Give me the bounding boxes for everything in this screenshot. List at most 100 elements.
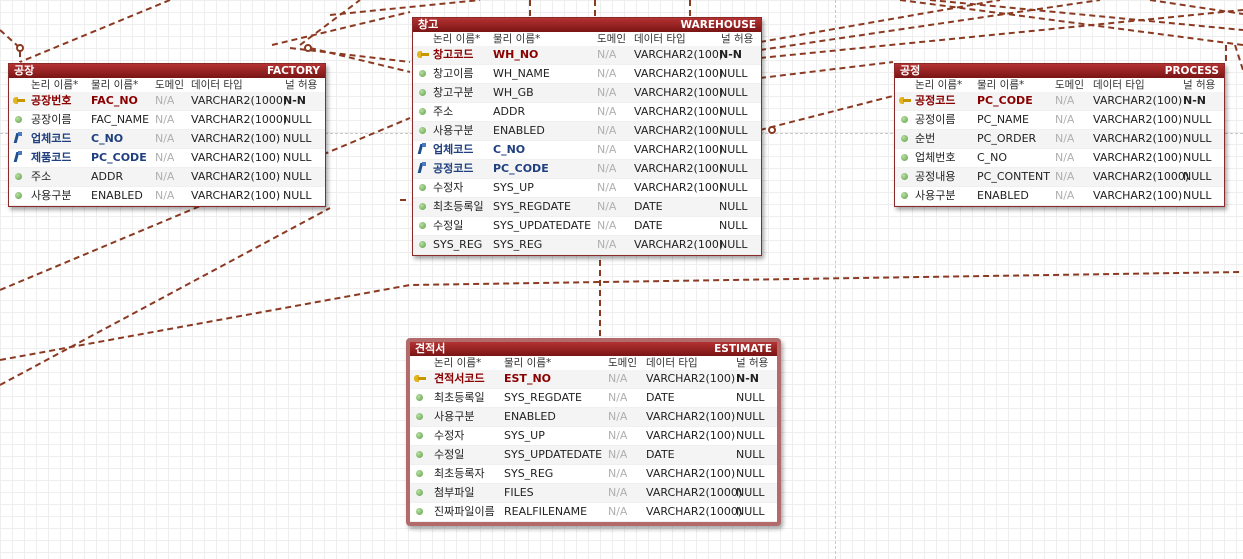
attribute-logical-name: 업체번호 xyxy=(915,151,956,164)
attribute-domain: N/A xyxy=(1055,94,1075,107)
attribute-domain: N/A xyxy=(608,505,628,518)
attribute-domain: N/A xyxy=(597,124,617,137)
col-nullable-header: 널 허용 xyxy=(285,79,318,91)
attribute-nullable: NULL xyxy=(719,181,748,194)
attribute-datatype: VARCHAR2(1000) xyxy=(191,113,288,126)
attribute-domain: N/A xyxy=(608,467,628,480)
attribute-logical-name: 사용구분 xyxy=(31,189,72,202)
attribute-icon xyxy=(15,192,22,199)
entity-header[interactable]: 창고 WAREHOUSE xyxy=(413,18,761,32)
foreign-key-icon xyxy=(417,162,428,172)
col-physical-name-header: 물리 이름* xyxy=(977,79,1025,91)
attribute-physical-name: WH_NO xyxy=(493,48,539,61)
attribute-logical-name: 공정내용 xyxy=(915,170,956,183)
col-physical-name-header: 물리 이름* xyxy=(91,79,139,91)
attribute-domain: N/A xyxy=(597,86,617,99)
col-logical-name-header: 논리 이름* xyxy=(31,79,79,91)
entity-name-english: ESTIMATE xyxy=(714,343,772,355)
col-logical-name-header: 논리 이름* xyxy=(434,357,482,369)
entity-factory[interactable]: 공장 FACTORY 논리 이름* 물리 이름* 도메인 데이터 타입 널 허용… xyxy=(8,63,326,207)
entity-process[interactable]: 공정 PROCESS 논리 이름* 물리 이름* 도메인 데이터 타입 널 허용… xyxy=(894,63,1225,207)
attribute-physical-name: SYS_UP xyxy=(504,429,545,442)
attribute-physical-name: SYS_REG xyxy=(504,467,554,480)
attribute-datatype: VARCHAR2(100) xyxy=(1093,94,1183,107)
entity-header[interactable]: 공정 PROCESS xyxy=(895,64,1224,78)
attribute-nullable: NULL xyxy=(719,219,748,232)
entity-name-english: FACTORY xyxy=(266,65,320,77)
attribute-logical-name: 최초등록자 xyxy=(434,467,485,480)
attribute-icon xyxy=(419,241,426,248)
attribute-domain: N/A xyxy=(608,486,628,499)
col-datatype-header: 데이터 타입 xyxy=(646,357,698,369)
entity-header[interactable]: 공장 FACTORY xyxy=(9,64,325,78)
col-datatype-header: 데이터 타입 xyxy=(1093,79,1145,91)
attribute-datatype: VARCHAR2(100) xyxy=(634,162,724,175)
primary-key-icon xyxy=(13,97,25,104)
attribute-domain: N/A xyxy=(608,429,628,442)
attribute-logical-name: 수정자 xyxy=(434,429,465,442)
column-header-row: 논리 이름* 물리 이름* 도메인 데이터 타입 널 허용 xyxy=(895,78,1224,92)
attribute-logical-name: 수정일 xyxy=(434,448,465,461)
attribute-physical-name: SYS_REGDATE xyxy=(493,200,571,213)
attribute-logical-name: 제품코드 xyxy=(31,151,72,164)
entity-name-english: WAREHOUSE xyxy=(680,19,756,31)
col-nullable-header: 널 허용 xyxy=(736,357,769,369)
attribute-logical-name: 견적서코드 xyxy=(434,372,485,385)
entity-header[interactable]: 견적서 ESTIMATE xyxy=(410,342,777,356)
col-physical-name-header: 물리 이름* xyxy=(493,33,541,45)
attribute-icon xyxy=(419,89,426,96)
foreign-key-icon xyxy=(417,143,428,153)
attribute-logical-name: 주소 xyxy=(433,105,454,118)
attribute-physical-name: ADDR xyxy=(91,170,124,183)
attribute-icon xyxy=(416,451,423,458)
attribute-icon xyxy=(416,470,423,477)
attribute-datatype: VARCHAR2(100) xyxy=(634,105,724,118)
attribute-logical-name: 공정코드 xyxy=(433,162,474,175)
entity-estimate[interactable]: 견적서 ESTIMATE 논리 이름* 물리 이름* 도메인 데이터 타입 널 … xyxy=(406,338,781,526)
relationship-line xyxy=(759,0,1001,43)
col-datatype-header: 데이터 타입 xyxy=(191,79,243,91)
entity-warehouse[interactable]: 창고 WAREHOUSE 논리 이름* 물리 이름* 도메인 데이터 타입 널 … xyxy=(412,17,762,256)
foreign-key-icon xyxy=(13,151,24,161)
attribute-logical-name: 공정코드 xyxy=(915,94,956,107)
attribute-nullable: NULL xyxy=(736,429,765,442)
col-domain-header: 도메인 xyxy=(608,357,637,369)
attribute-nullable: NULL xyxy=(719,105,748,118)
attribute-domain: N/A xyxy=(597,238,617,251)
attribute-domain: N/A xyxy=(608,410,628,423)
attribute-physical-name: REALFILENAME xyxy=(504,505,588,518)
attribute-datatype: VARCHAR2(100) xyxy=(646,410,736,423)
